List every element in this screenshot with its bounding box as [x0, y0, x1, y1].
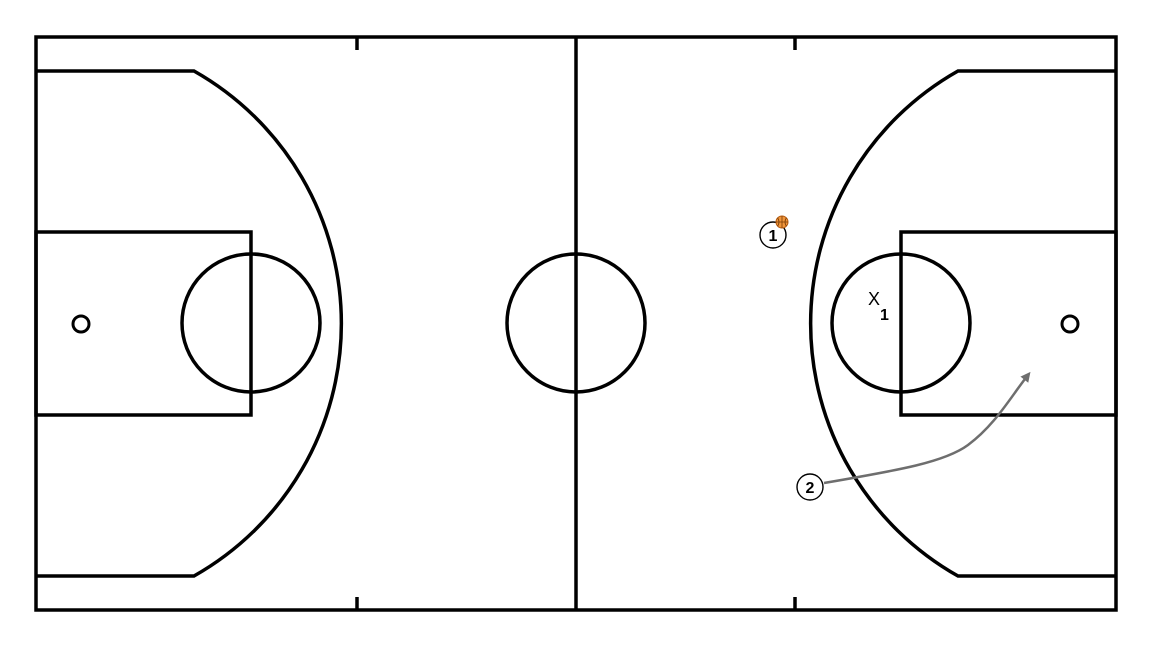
- basketball-icon: [775, 215, 789, 229]
- defender-x1-marker[interactable]: X 1: [868, 289, 889, 324]
- defender-x1-symbol: X: [868, 289, 880, 309]
- key-right: [899, 230, 1118, 417]
- free-throw-circle-right: [830, 252, 972, 394]
- defender-x1-subscript: 1: [880, 307, 889, 324]
- player-2-marker[interactable]: 2: [796, 473, 824, 501]
- player-1-marker[interactable]: 1: [759, 221, 787, 249]
- player-2-label: 2: [806, 480, 815, 497]
- cut-arrow-player-2: [823, 371, 1031, 485]
- three-point-line-left: [36, 69, 344, 578]
- basket-left: [71, 314, 91, 334]
- player-1-label: 1: [769, 228, 778, 245]
- center-circle: [505, 252, 647, 394]
- basket-right: [1060, 314, 1080, 334]
- key-left: [34, 230, 253, 417]
- three-point-line-right: [808, 69, 1116, 578]
- free-throw-circle-left: [180, 252, 322, 394]
